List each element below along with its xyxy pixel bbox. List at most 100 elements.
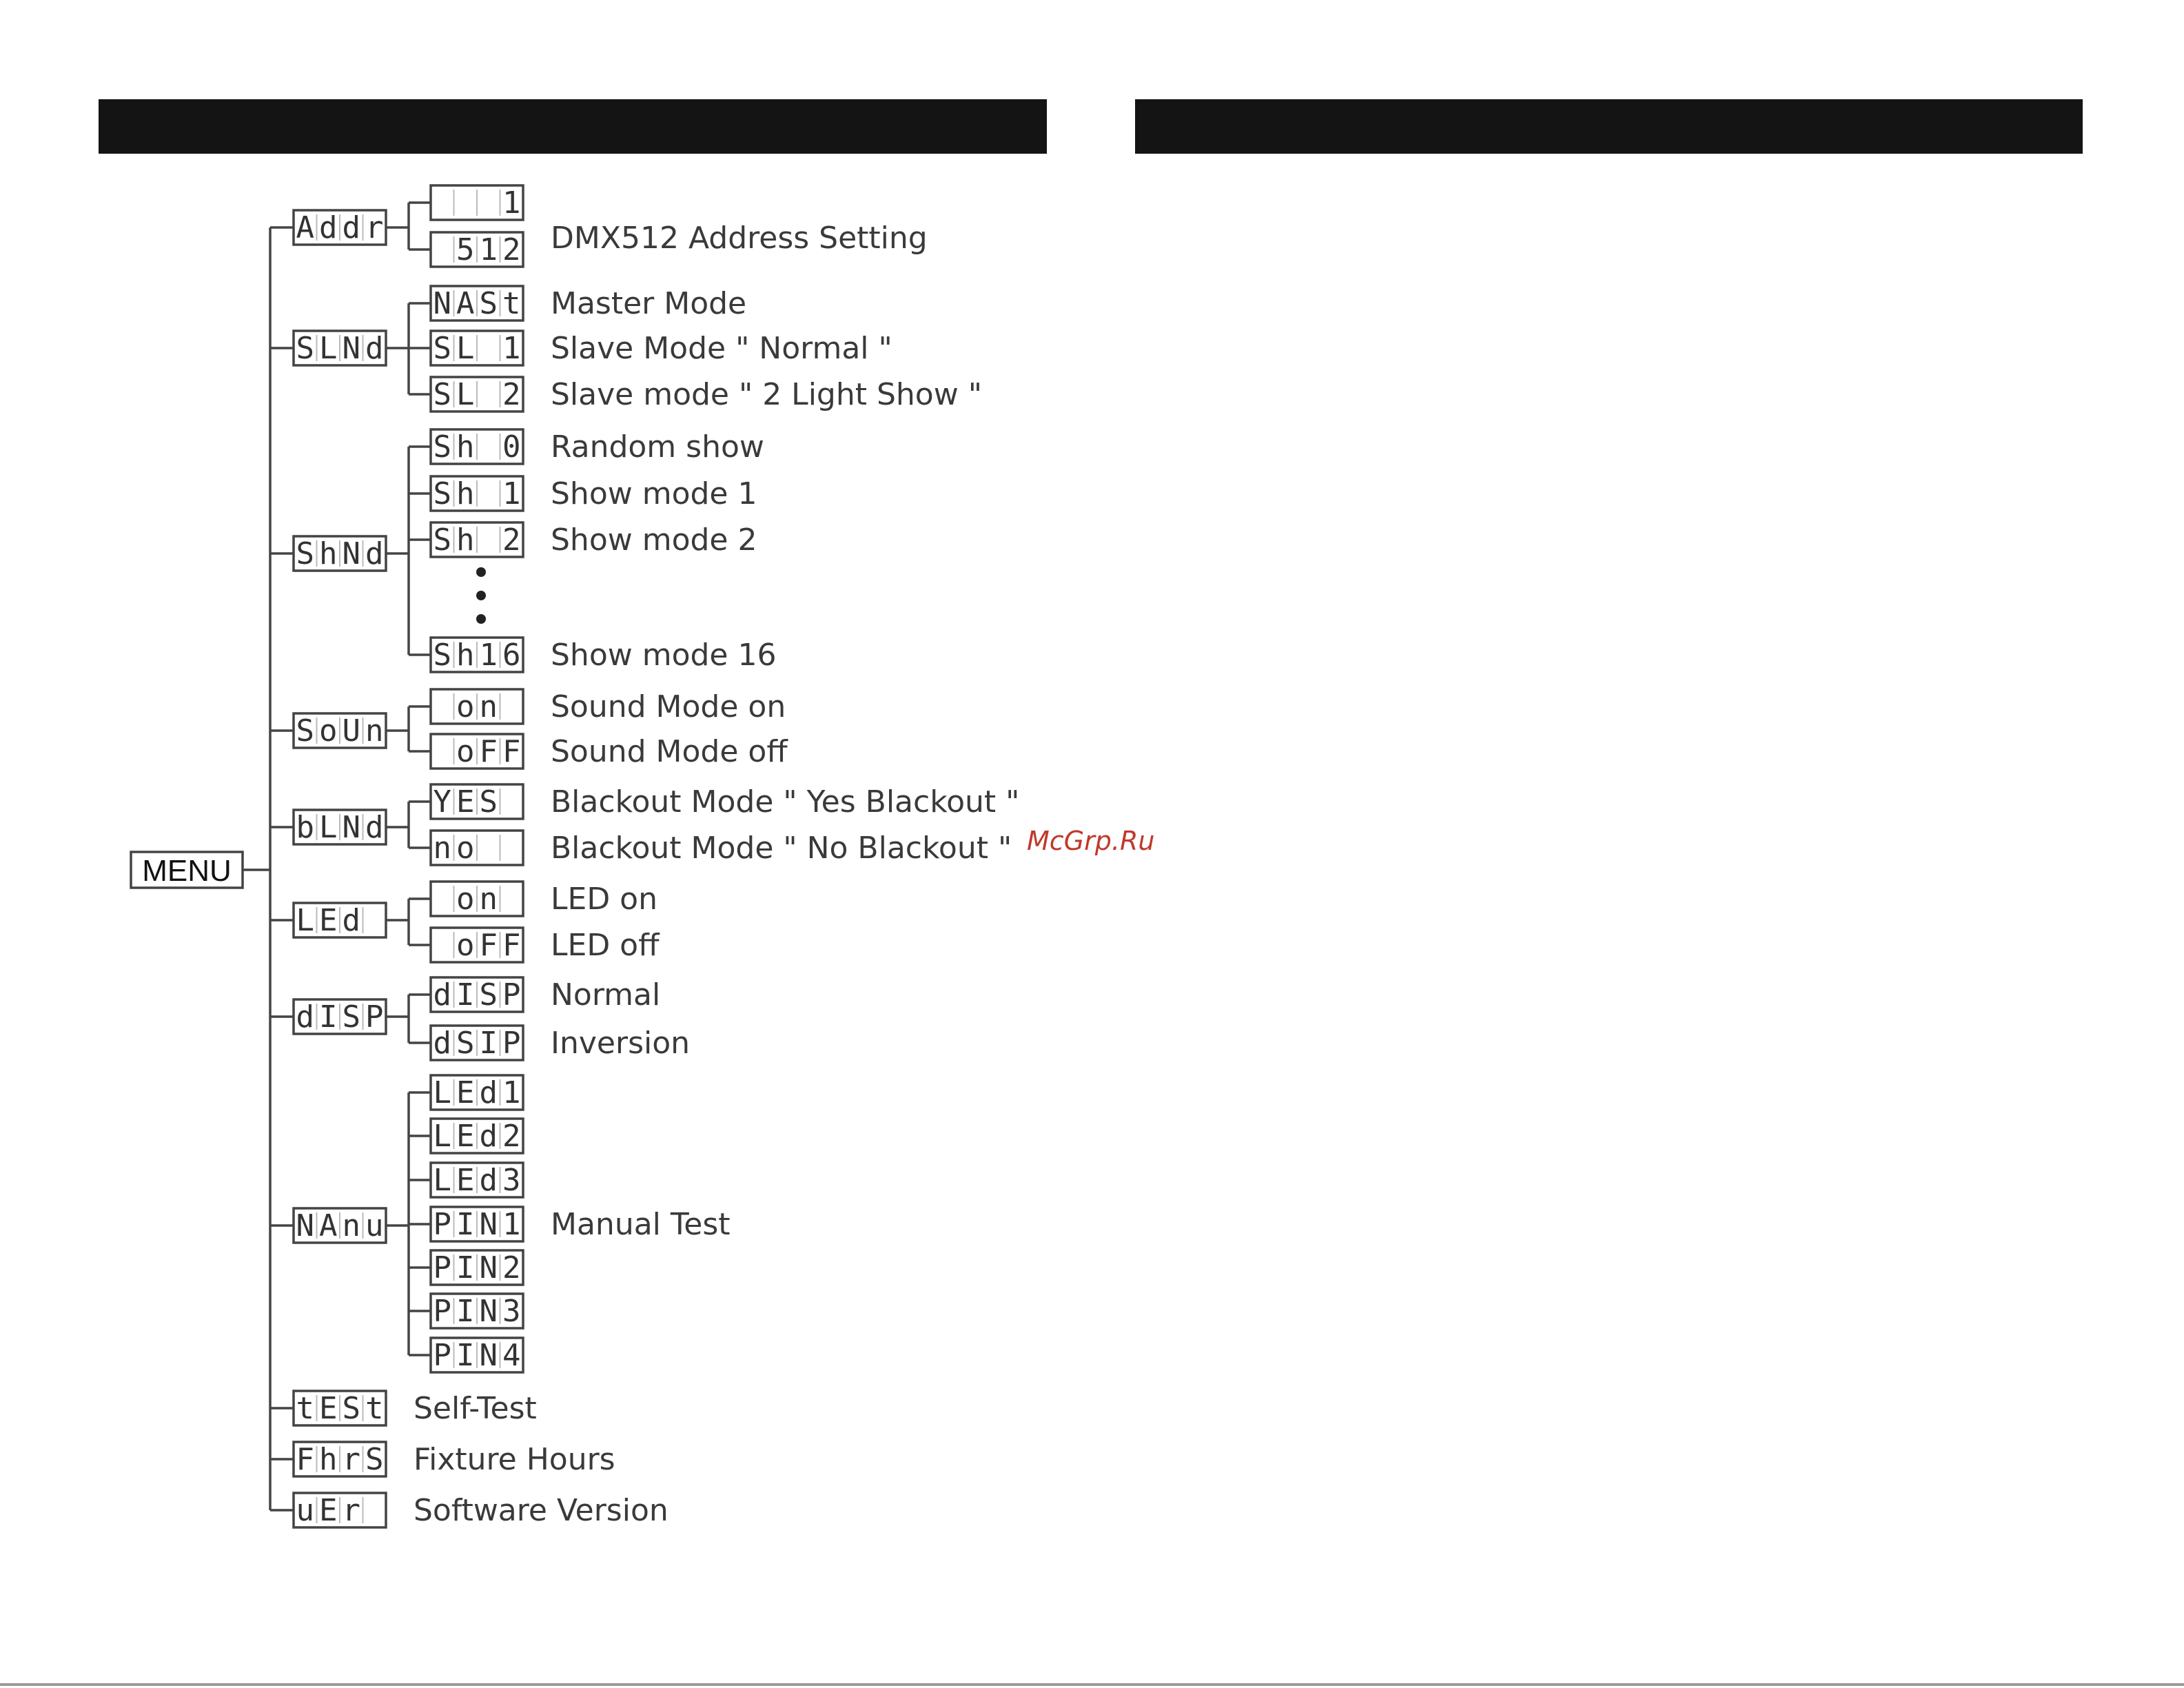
segment-char: N xyxy=(343,331,361,366)
segment-char: h xyxy=(319,1442,338,1477)
menu-option-label: Software Version xyxy=(414,1493,669,1528)
segment-char: n xyxy=(480,689,498,724)
segment-char: L xyxy=(433,1119,452,1154)
segment-char: 0 xyxy=(502,429,521,465)
segment-char: d xyxy=(296,999,315,1035)
menu-option-label: Sound Mode off xyxy=(551,734,788,769)
segment-char: L xyxy=(433,1075,452,1110)
segment-char: N xyxy=(296,1208,315,1243)
segment-char: o xyxy=(456,928,475,963)
segment-char: L xyxy=(319,810,338,845)
segment-char: 1 xyxy=(502,1207,521,1242)
segment-char: N xyxy=(343,536,361,571)
menu-option-label: Inversion xyxy=(551,1026,690,1061)
segment-char: d xyxy=(343,903,361,938)
segment-char: n xyxy=(343,1208,361,1243)
segment-char: P xyxy=(433,1250,452,1285)
segment-char: h xyxy=(319,536,338,571)
segment-char: I xyxy=(456,1207,475,1242)
segment-char: S xyxy=(343,1391,361,1426)
menu-option-label: Show mode 1 xyxy=(551,476,757,511)
segment-char: o xyxy=(319,713,338,749)
segment-char: N xyxy=(480,1338,498,1373)
menu-option-label: Self-Test xyxy=(414,1391,537,1426)
menu-option-label: Master Mode xyxy=(551,286,746,321)
segment-char: t xyxy=(502,286,521,321)
menu-option-label: Show mode 16 xyxy=(551,638,776,673)
segment-char: d xyxy=(480,1075,498,1110)
segment-char: b xyxy=(296,810,315,845)
segment-char: d xyxy=(480,1163,498,1198)
ellipsis-dot xyxy=(476,614,486,624)
menu-option-label: Slave Mode " Normal " xyxy=(551,331,892,366)
segment-char: 1 xyxy=(502,331,521,366)
segment-char: S xyxy=(433,476,452,511)
segment-char: L xyxy=(456,377,475,412)
segment-char: d xyxy=(433,977,452,1013)
segment-char: N xyxy=(433,286,452,321)
menu-option-label: Normal xyxy=(551,977,660,1013)
bottom-rule xyxy=(0,1683,2184,1686)
segment-char: N xyxy=(480,1250,498,1285)
menu-root-box: MENU xyxy=(130,851,244,889)
segment-char: n xyxy=(433,831,452,866)
segment-char: 1 xyxy=(480,638,498,673)
ellipsis-dot xyxy=(476,591,486,600)
menu-option-label: LED on xyxy=(551,882,657,917)
segment-char: A xyxy=(456,286,475,321)
segment-char: S xyxy=(480,784,498,820)
segment-char: S xyxy=(365,1442,384,1477)
segment-char: E xyxy=(456,784,475,820)
segment-char: d xyxy=(343,210,361,245)
segment-char: E xyxy=(319,1493,338,1528)
segment-char: E xyxy=(456,1119,475,1154)
header-bar-right xyxy=(1135,99,2083,154)
menu-label: MENU xyxy=(142,854,232,888)
segment-char: 1 xyxy=(502,476,521,511)
segment-char: S xyxy=(433,331,452,366)
segment-char: 3 xyxy=(502,1163,521,1198)
segment-char: S xyxy=(296,331,315,366)
segment-char: S xyxy=(433,429,452,465)
menu-option-label: Sound Mode on xyxy=(551,689,786,724)
segment-char: E xyxy=(319,903,338,938)
segment-char: d xyxy=(365,331,384,366)
segment-char: d xyxy=(480,1119,498,1154)
menu-option-label: Slave mode " 2 Light Show " xyxy=(551,377,982,412)
segment-char: h xyxy=(456,522,475,558)
segment-char: I xyxy=(456,1294,475,1329)
segment-char: 2 xyxy=(502,232,521,267)
segment-char: S xyxy=(433,638,452,673)
segment-char: I xyxy=(319,999,338,1035)
segment-char: P xyxy=(433,1294,452,1329)
segment-char: I xyxy=(456,1250,475,1285)
segment-char: S xyxy=(433,522,452,558)
segment-char: 2 xyxy=(502,1250,521,1285)
segment-char: S xyxy=(433,377,452,412)
segment-char: U xyxy=(343,713,361,749)
segment-char: o xyxy=(456,689,475,724)
menu-option-label: LED off xyxy=(551,928,660,963)
segment-char: F xyxy=(502,734,521,769)
segment-char: 5 xyxy=(456,232,475,267)
segment-char: F xyxy=(480,928,498,963)
segment-char: N xyxy=(480,1294,498,1329)
